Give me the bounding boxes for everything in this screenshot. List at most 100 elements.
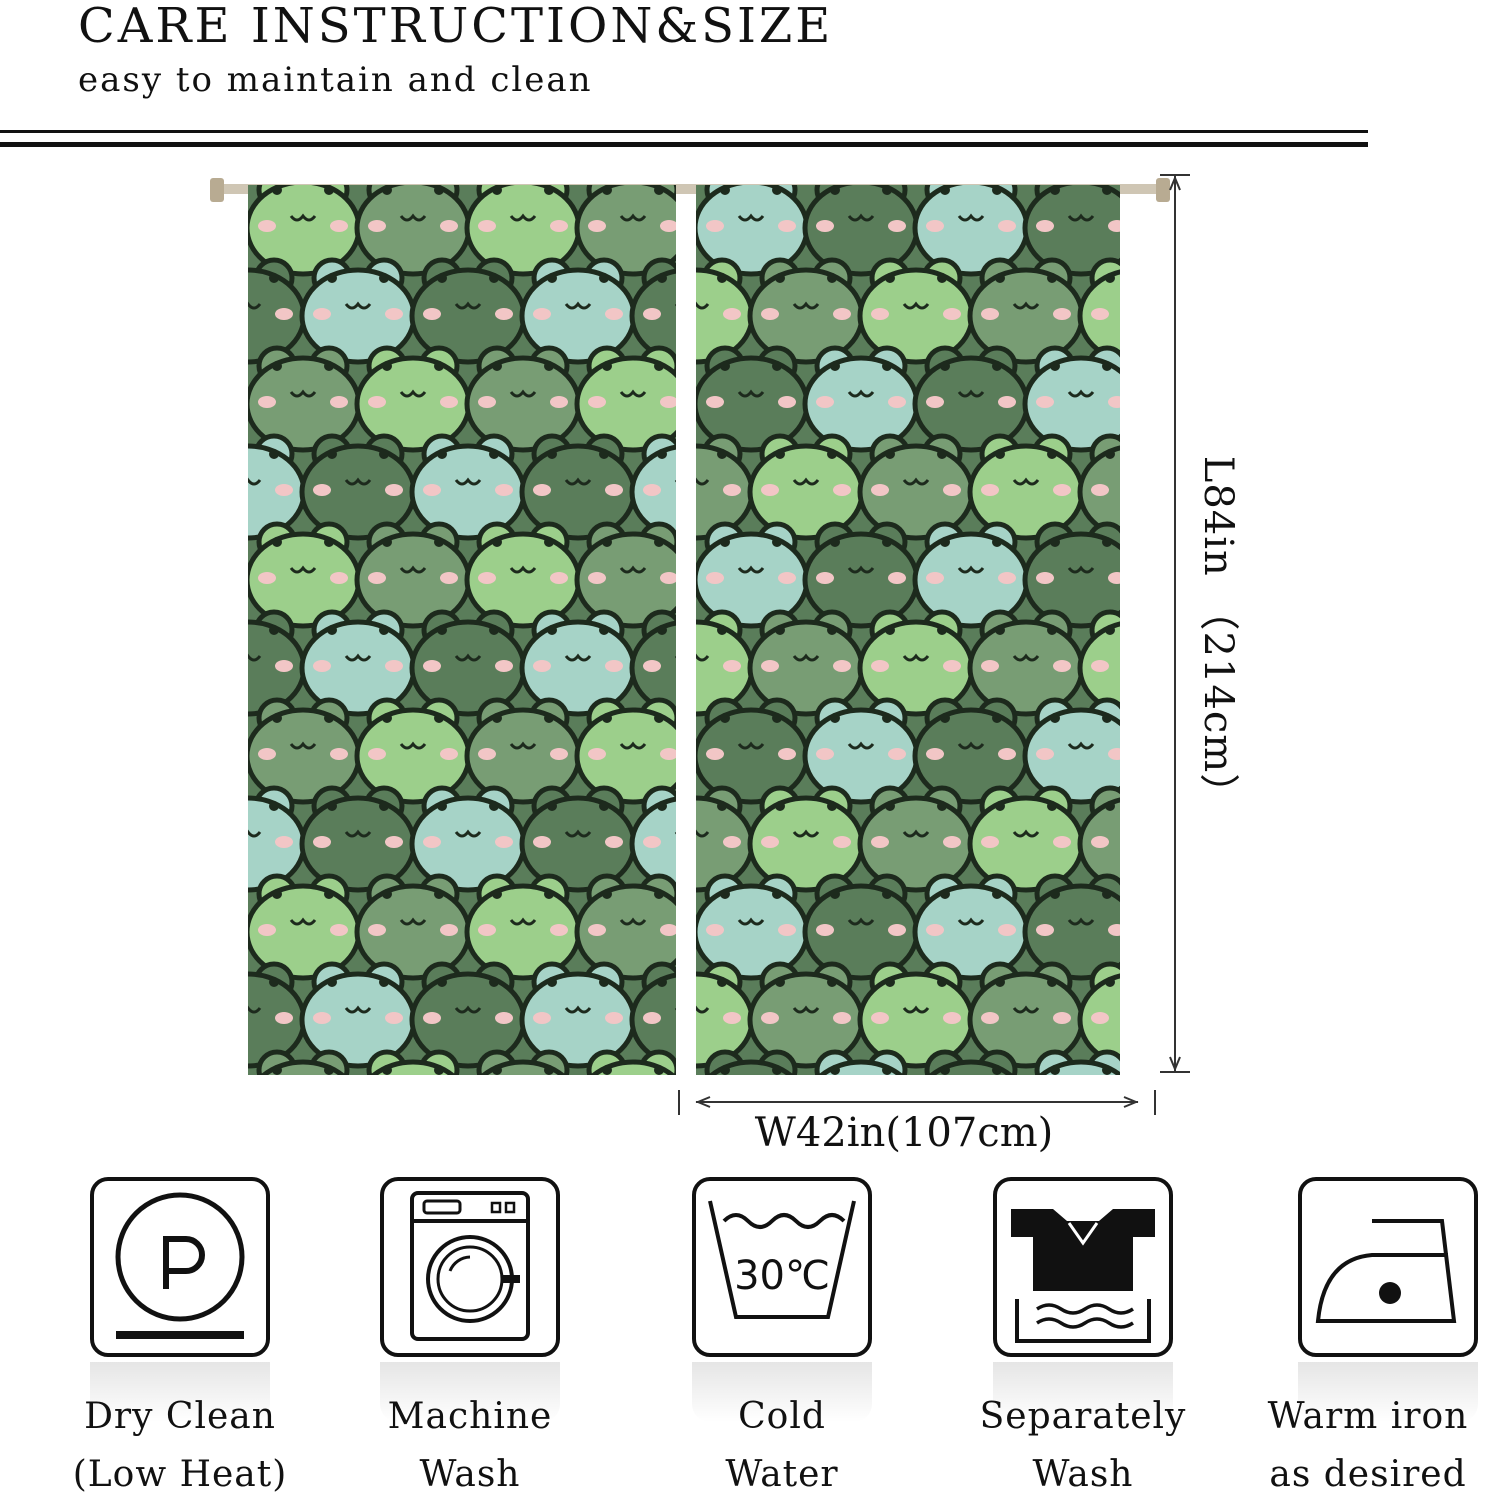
frog-motif <box>354 345 472 453</box>
frog-motif <box>912 345 1030 453</box>
separately-wash-symbol <box>993 1177 1173 1357</box>
frog-motif <box>912 873 1030 981</box>
frog-motif <box>464 521 582 629</box>
curtain-illustration <box>210 174 1190 1115</box>
frog-motif <box>519 433 637 541</box>
frog-motif <box>629 257 676 364</box>
care-label-machine-wash: Machine Wash <box>387 1396 553 1495</box>
frog-motif <box>409 961 527 1069</box>
frog-motif <box>629 433 676 540</box>
machine-wash-symbol <box>380 1177 560 1357</box>
frog-motif <box>574 697 676 805</box>
separate-wash-icon <box>1011 1209 1155 1343</box>
frog-motif <box>464 185 582 277</box>
frog-motif <box>464 873 582 981</box>
frog-motif <box>248 873 362 981</box>
frog-motif <box>802 521 920 629</box>
frog-motif <box>802 697 920 805</box>
width-label: W42in(107cm) <box>754 1110 1054 1156</box>
frog-motif <box>814 1049 908 1075</box>
frog-motif <box>747 961 865 1069</box>
length-label: L84in （214cm） <box>1195 455 1241 815</box>
frog-motif <box>354 873 472 981</box>
frog-motif <box>912 697 1030 805</box>
frog-motif <box>574 873 676 981</box>
frog-motif <box>574 185 676 277</box>
warm-iron-reflection <box>1298 1362 1478 1422</box>
frog-motif <box>629 785 676 892</box>
frog-motif <box>857 961 975 1069</box>
frog-motif <box>802 345 920 453</box>
frog-motif <box>967 961 1085 1069</box>
frog-motif <box>696 521 810 629</box>
frog-motif <box>409 433 527 541</box>
frog-motif <box>924 1049 1018 1075</box>
frog-motif <box>704 1049 798 1075</box>
washing-machine-icon <box>410 1191 530 1341</box>
machine-wash-reflection <box>380 1362 560 1422</box>
header-rule-thin <box>0 130 1368 133</box>
frog-motif <box>1077 785 1120 891</box>
header-rule-thick <box>0 142 1368 147</box>
care-label-cold-water: Cold Water <box>725 1396 839 1495</box>
frog-motif <box>248 521 362 629</box>
frog-motif <box>629 609 676 716</box>
frog-motif <box>1077 257 1120 363</box>
page-title: CARE INSTRUCTION&SIZE <box>78 0 834 54</box>
frog-motif <box>747 785 865 893</box>
frog-motif <box>476 1049 570 1075</box>
frog-motif <box>912 185 1030 277</box>
iron-icon <box>1315 1219 1457 1323</box>
frog-motif <box>1022 697 1120 805</box>
care-label-separately-wash: Separately Wash <box>979 1396 1187 1495</box>
frog-motif <box>519 785 637 893</box>
frog-motif <box>248 185 362 277</box>
frog-motif <box>1022 185 1120 277</box>
wash-temperature: 30℃ <box>734 1253 830 1299</box>
frog-motif <box>519 257 637 365</box>
frog-motif <box>409 609 527 717</box>
frog-motif <box>464 345 582 453</box>
frog-motif <box>354 697 472 805</box>
frog-motif <box>354 521 472 629</box>
frog-motif <box>747 257 865 365</box>
frog-motif <box>248 961 307 1069</box>
frog-motif <box>696 697 810 805</box>
frog-motif <box>366 1049 460 1075</box>
care-label-warm-iron: Warm iron as desired <box>1267 1396 1469 1495</box>
frog-motif <box>248 433 307 541</box>
frog-motif <box>409 785 527 893</box>
frog-motif <box>967 785 1085 893</box>
curtain-panel-right <box>696 185 1120 1075</box>
frog-motif <box>967 257 1085 365</box>
frog-motif <box>519 961 637 1069</box>
frog-motif <box>912 521 1030 629</box>
cold-water-symbol: 30℃ <box>692 1177 872 1357</box>
frog-motif <box>299 961 417 1069</box>
frog-motif <box>354 185 472 277</box>
frog-motif <box>747 609 865 717</box>
frog-motif <box>1022 873 1120 981</box>
frog-motif <box>857 785 975 893</box>
frog-motif <box>248 345 362 453</box>
frog-motif <box>696 345 810 453</box>
wash-basin-icon: 30℃ <box>708 1200 856 1319</box>
width-dimension-line <box>678 1090 1156 1115</box>
frog-motif <box>696 873 810 981</box>
curtain-panel-left <box>248 185 676 1075</box>
frog-motif <box>747 433 865 541</box>
frog-motif <box>248 609 307 717</box>
frog-motif <box>857 609 975 717</box>
frog-motif <box>1077 961 1120 1067</box>
frog-motif <box>802 185 920 277</box>
frog-motif <box>967 609 1085 717</box>
separately-wash-reflection <box>993 1362 1173 1422</box>
frog-motif <box>519 609 637 717</box>
frog-motif <box>1077 433 1120 539</box>
frog-motif <box>629 961 676 1068</box>
dry-clean-symbol <box>90 1177 270 1357</box>
frog-motif <box>857 433 975 541</box>
care-label-dry-clean: Dry Clean (Low Heat) <box>72 1396 288 1495</box>
length-dimension-line <box>1160 174 1190 1073</box>
page-subtitle: easy to maintain and clean <box>78 60 593 100</box>
